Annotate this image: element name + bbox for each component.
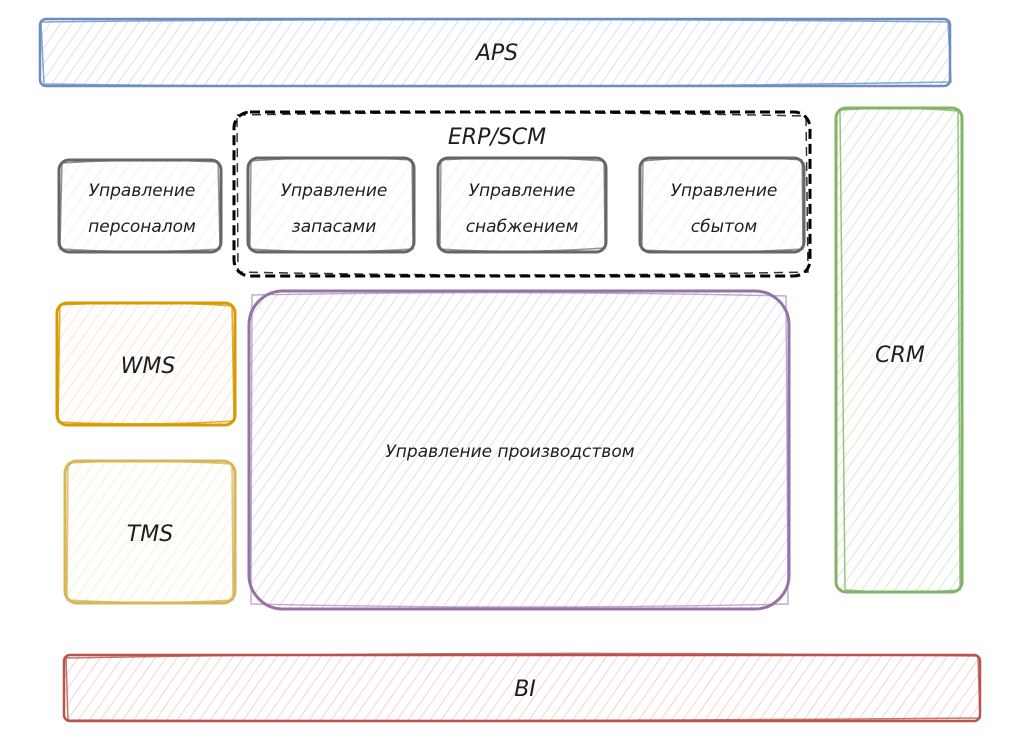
- production-management-block[interactable]: Управление производством: [247, 289, 791, 611]
- hr-label-line1: Управление: [89, 181, 196, 201]
- procurement-management-block[interactable]: Управление снабжением: [436, 156, 608, 254]
- tms-block[interactable]: TMS: [63, 459, 237, 605]
- wms-label: WMS: [121, 354, 176, 379]
- crm-block[interactable]: CRM: [834, 106, 964, 594]
- aps-block[interactable]: APS: [38, 17, 952, 88]
- bi-block[interactable]: BI: [62, 652, 982, 723]
- erp-scm-group[interactable]: ERP/SCM: [232, 110, 812, 278]
- aps-label: APS: [474, 41, 518, 66]
- tms-label: TMS: [127, 522, 173, 547]
- hr-management-block[interactable]: Управление персоналом: [57, 158, 223, 254]
- bi-label: BI: [514, 677, 536, 702]
- wms-block[interactable]: WMS: [55, 301, 237, 427]
- inventory-management-block[interactable]: Управление запасами: [246, 156, 416, 254]
- inventory-label-line1: Управление: [281, 181, 388, 201]
- inventory-label-line2: запасами: [292, 217, 377, 237]
- erp-scm-label: ERP/SCM: [448, 125, 546, 150]
- sales-management-block[interactable]: Управление сбытом: [638, 156, 806, 254]
- procurement-label-line1: Управление: [469, 181, 576, 201]
- sales-label-line1: Управление: [671, 181, 778, 201]
- sales-label-line2: сбытом: [691, 217, 758, 237]
- production-label: Управление производством: [385, 442, 634, 462]
- crm-label: CRM: [875, 343, 925, 368]
- hr-label-line2: персоналом: [88, 217, 196, 237]
- procurement-label-line2: снабжением: [466, 217, 579, 237]
